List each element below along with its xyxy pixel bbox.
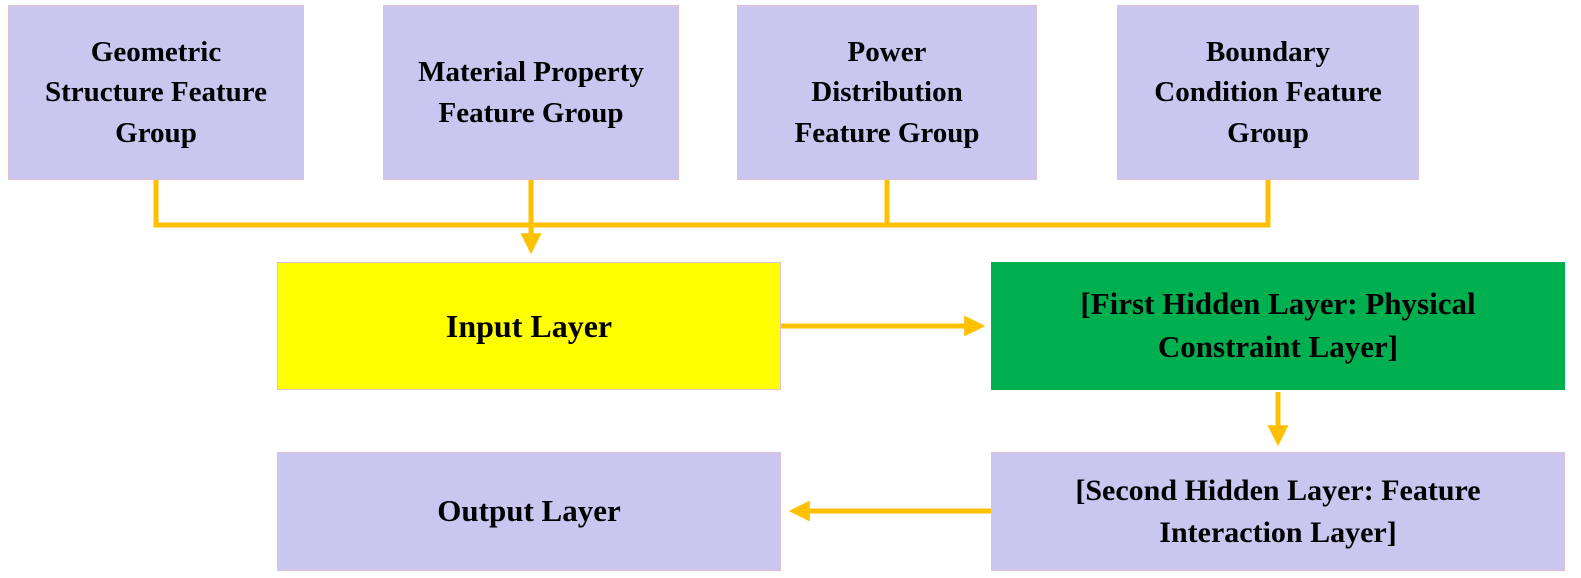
node-first-hidden-layer: [First Hidden Layer: Physical Constraint… [991, 262, 1565, 390]
node-boundary-condition-feature-group: Boundary Condition Feature Group [1117, 5, 1419, 180]
node-power-distribution-feature-group: Power Distribution Feature Group [737, 5, 1037, 180]
node-output-layer: Output Layer [277, 452, 781, 571]
node-geometric-structure-feature-group: Geometric Structure Feature Group [8, 5, 304, 180]
node-second-hidden-layer: [Second Hidden Layer: Feature Interactio… [991, 452, 1565, 571]
node-material-property-feature-group: Material Property Feature Group [383, 5, 679, 180]
node-input-layer: Input Layer [277, 262, 781, 390]
